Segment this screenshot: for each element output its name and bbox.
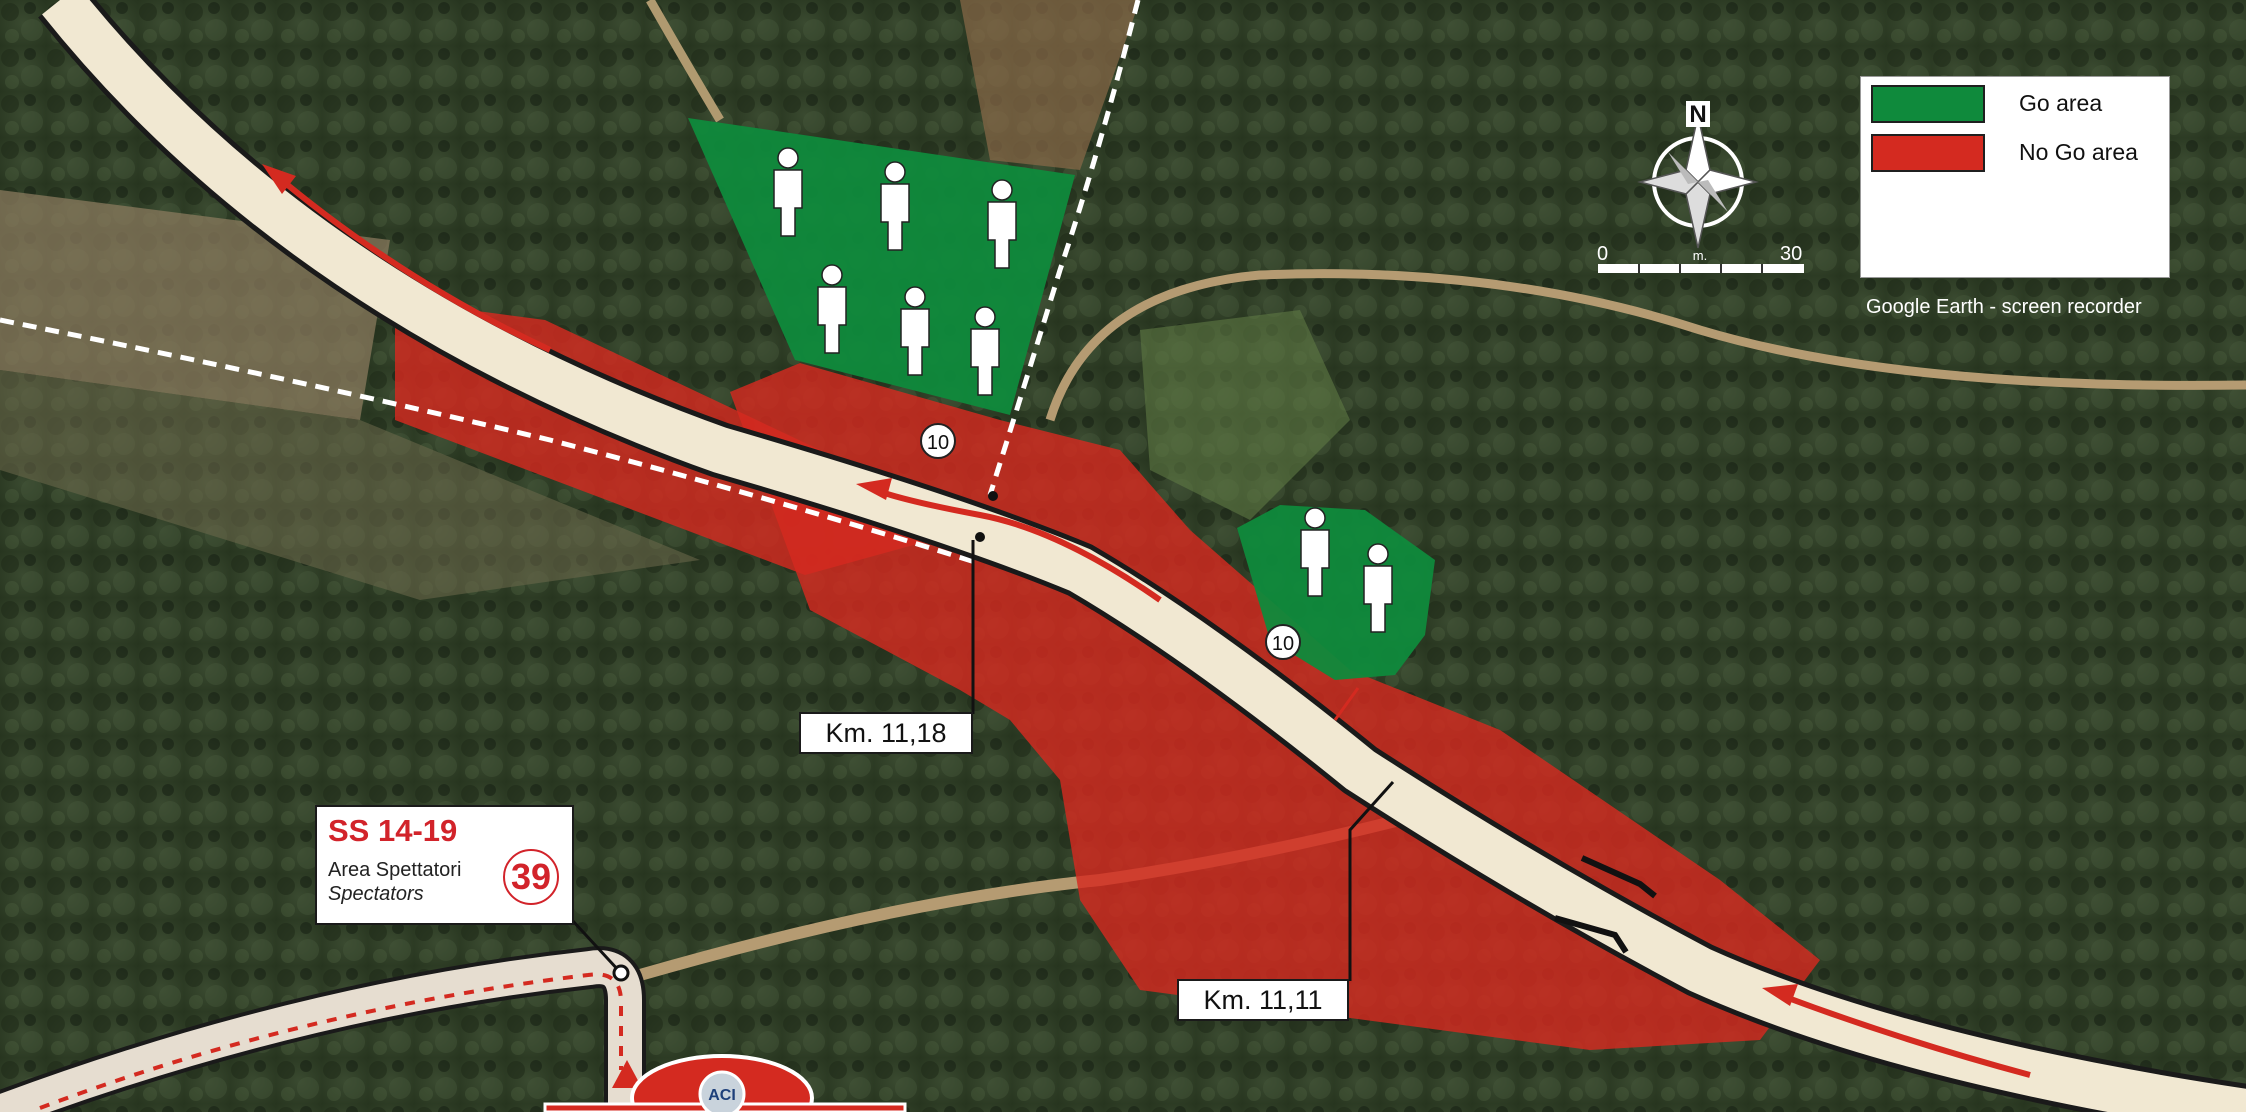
scale-max-label: 30 <box>1780 243 1802 265</box>
bridge-mark-2 <box>1554 915 1629 954</box>
direction-arrow-center <box>868 485 1162 603</box>
ss-leader <box>570 918 622 974</box>
stage-subtitle: Area Spettatori <box>328 859 462 881</box>
spectator-icon <box>817 264 847 354</box>
red-tick-mark <box>1333 687 1360 721</box>
scale-bar <box>1598 264 1804 273</box>
access-arrowhead <box>612 1060 642 1088</box>
spectator-icon <box>1300 507 1330 597</box>
legend-go-label: Go area <box>2019 90 2103 116</box>
access-road-dashed-route <box>39 972 623 1110</box>
stage-info-box: SS 14-19 Area Spettatori Spectators 39 <box>315 805 574 925</box>
km-marker-11-11: Km. 11,11 <box>1177 979 1349 1021</box>
waypoint-label-upper: 10 <box>927 432 949 454</box>
direction-arrowhead-center <box>856 478 892 500</box>
spectator-icon <box>773 147 803 237</box>
boundary-dashed-west <box>0 317 979 566</box>
direction-arrowhead-se <box>1762 984 1798 1006</box>
spectator-icons <box>773 147 1393 633</box>
km-a-point-1 <box>975 532 985 542</box>
legend-go-swatch <box>1871 85 1985 123</box>
spectator-icon <box>880 161 910 251</box>
dirt-track-east <box>1045 269 2246 422</box>
compass-north-label: N <box>1689 101 1706 128</box>
compass-north-badge <box>1686 101 1710 127</box>
km-b-leader <box>1348 780 1395 981</box>
legend-nogo-swatch <box>1871 134 1985 172</box>
spectator-icon <box>970 306 1000 396</box>
direction-arrow-nw <box>270 169 552 353</box>
aci-logo-emblem <box>698 1070 746 1112</box>
meadow <box>1140 310 1350 520</box>
ss-point <box>612 964 630 982</box>
scale-min-label: 0 <box>1597 243 1608 265</box>
legend-nogo-label: No Go area <box>2019 139 2138 165</box>
map-legend: Go area No Go area <box>1860 76 2170 278</box>
aci-logo-text: ACI <box>708 1087 736 1104</box>
boundary-dashed-north <box>987 0 1141 496</box>
waypoint-label-lower: 10 <box>1272 633 1294 655</box>
waypoint-circle-upper <box>920 423 956 459</box>
spectator-icon <box>1363 543 1393 633</box>
clearing-field-2 <box>0 370 700 600</box>
km-marker-11-18: Km. 11,18 <box>799 712 973 754</box>
compass-rose <box>1637 115 1759 249</box>
stage-road <box>42 0 2246 1112</box>
dirt-track-north <box>646 0 724 123</box>
waypoint-circle-lower <box>1265 624 1301 660</box>
scale-unit-label: m. <box>1693 248 1707 263</box>
stage-subtitle-en: Spectators <box>328 883 424 905</box>
bridge-mark-1 <box>1580 855 1657 899</box>
km-a-point-2 <box>988 491 998 501</box>
bare-slope <box>960 0 1140 170</box>
spectator-icon <box>987 179 1017 269</box>
spectator-icon <box>900 286 930 376</box>
direction-arrowhead-nw <box>262 164 296 194</box>
direction-arrow-se <box>1778 992 2031 1078</box>
imagery-credit: Google Earth - screen recorder <box>1866 296 2142 318</box>
stage-title: SS 14-19 <box>328 813 458 848</box>
stage-number-badge: 39 <box>503 849 559 905</box>
